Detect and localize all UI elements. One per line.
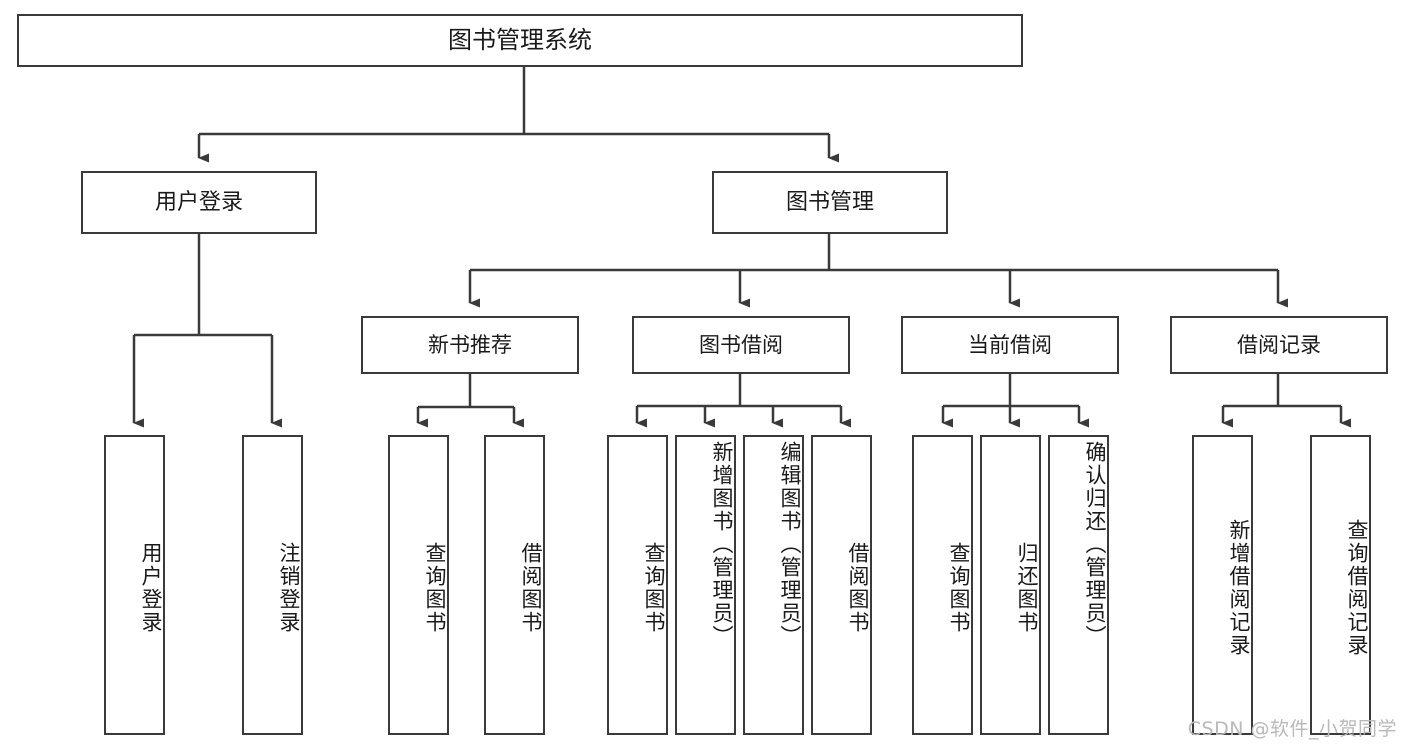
node-borrow-record[interactable]: 借阅记录 (1170, 316, 1388, 374)
node-user-login[interactable]: 用户登录 (81, 171, 317, 234)
leaf-book-borrow-edit-book-admin[interactable]: 编辑图书（管理员） (743, 435, 804, 735)
watermark-text: CSDN @软件_小贺同学 (1187, 718, 1397, 740)
leaf-book-borrow-borrow-book[interactable]: 借阅图书 (811, 435, 872, 735)
node-current-borrow[interactable]: 当前借阅 (901, 316, 1119, 374)
node-book-management[interactable]: 图书管理 (712, 171, 948, 234)
leaf-new-book-query-book[interactable]: 查询图书 (388, 435, 449, 735)
leaf-book-borrow-add-book-admin[interactable]: 新增图书（管理员） (675, 435, 736, 735)
leaf-new-book-borrow-book[interactable]: 借阅图书 (484, 435, 545, 735)
leaf-user-login-logout[interactable]: 注销登录 (242, 435, 303, 735)
leaf-book-borrow-query-book[interactable]: 查询图书 (607, 435, 668, 735)
leaf-borrow-record-add-record[interactable]: 新增借阅记录 (1192, 435, 1253, 735)
leaf-current-borrow-confirm-return-admin[interactable]: 确认归还（管理员） (1048, 435, 1109, 735)
leaf-user-login-login[interactable]: 用户登录 (104, 435, 165, 735)
leaf-borrow-record-query-record[interactable]: 查询借阅记录 (1310, 435, 1371, 735)
node-root-system[interactable]: 图书管理系统 (17, 14, 1023, 67)
leaf-current-borrow-query-book[interactable]: 查询图书 (912, 435, 973, 735)
node-new-book-recommend[interactable]: 新书推荐 (361, 316, 579, 374)
leaf-current-borrow-return-book[interactable]: 归还图书 (980, 435, 1041, 735)
node-book-borrow[interactable]: 图书借阅 (632, 316, 850, 374)
